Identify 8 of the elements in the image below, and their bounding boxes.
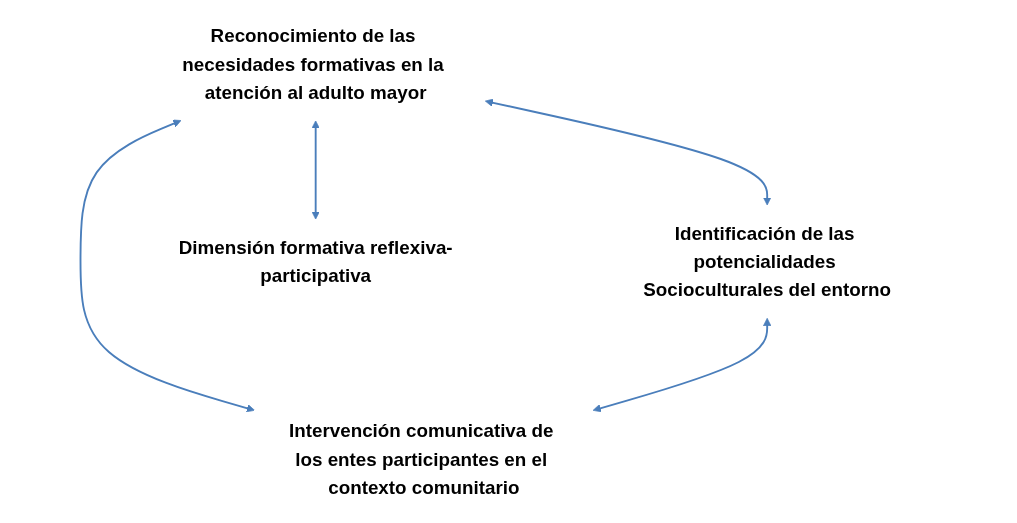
arrow — [592, 317, 772, 413]
node-text: Dimensión formativa reflexiva-participativa — [178, 237, 453, 286]
arrow — [79, 119, 255, 413]
arrow — [311, 120, 320, 220]
node-text: Identificación de las potencialidades Socioculturales del entorno — [643, 222, 892, 301]
arrow — [485, 98, 772, 206]
node-text: Reconocimiento de las necesidades formativas en la atención al adulto mayor — [182, 25, 444, 103]
node-text: Intervención comunicativa de los entes participantes en el contexto comunitario — [288, 420, 554, 498]
